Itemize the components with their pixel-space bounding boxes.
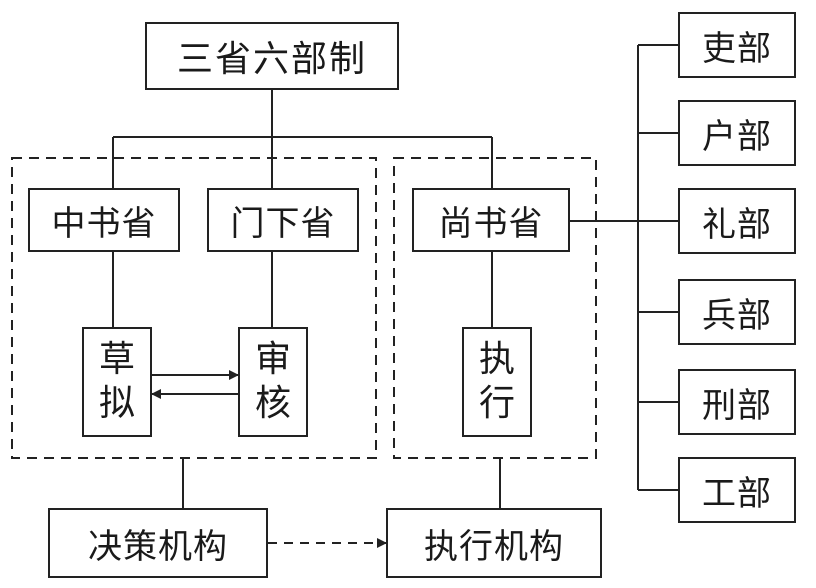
- review-char: 核: [254, 383, 291, 424]
- execute-char: 行: [478, 383, 515, 424]
- ministry-label: 兵部: [702, 295, 772, 336]
- decision-group-outline: [11, 157, 377, 459]
- zhongshu-office-label: 中书省: [51, 203, 157, 244]
- draft-char: 拟: [98, 383, 135, 424]
- menxia-office-label: 门下省: [230, 203, 336, 244]
- draft-char: 草: [98, 339, 135, 380]
- review-function-box: 审 核: [238, 327, 308, 437]
- ministry-box: 礼部: [678, 188, 796, 254]
- decision-body-label: 决策机构: [88, 526, 228, 567]
- system-title-box: 三省六部制: [145, 22, 399, 90]
- draft-function-box: 草 拟: [82, 327, 152, 437]
- ministry-label: 礼部: [702, 204, 772, 245]
- execution-group-outline: [393, 157, 597, 459]
- execution-body-label: 执行机构: [424, 526, 564, 567]
- system-title: 三省六部制: [176, 39, 367, 80]
- shangshu-office-label: 尚书省: [438, 203, 544, 244]
- menxia-office-box: 门下省: [207, 188, 359, 252]
- ministry-box: 工部: [678, 457, 796, 523]
- ministry-label: 刑部: [702, 385, 772, 426]
- ministry-label: 吏部: [702, 28, 772, 69]
- review-char: 审: [254, 339, 291, 380]
- ministry-box: 刑部: [678, 369, 796, 435]
- shangshu-office-box: 尚书省: [412, 188, 570, 252]
- ministry-label: 户部: [702, 116, 772, 157]
- execute-char: 执: [478, 339, 515, 380]
- zhongshu-office-box: 中书省: [28, 188, 180, 252]
- execute-function-box: 执 行: [462, 327, 532, 437]
- ministry-box: 吏部: [678, 12, 796, 78]
- ministry-box: 户部: [678, 100, 796, 166]
- ministry-box: 兵部: [678, 279, 796, 345]
- execution-body-box: 执行机构: [386, 508, 602, 578]
- decision-body-box: 决策机构: [48, 508, 268, 578]
- ministry-label: 工部: [702, 473, 772, 514]
